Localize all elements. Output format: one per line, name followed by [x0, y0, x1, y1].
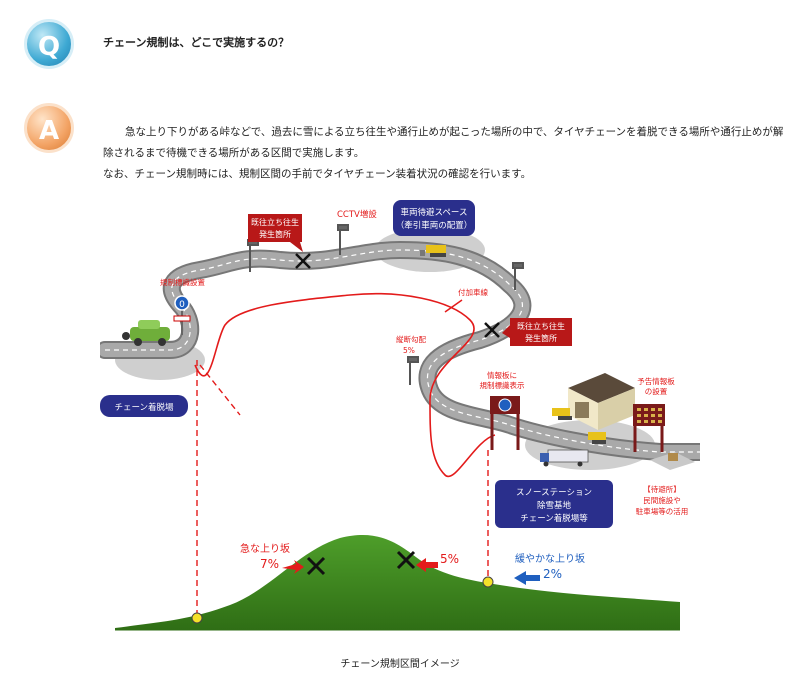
snow-station-building-icon [568, 373, 635, 430]
stuck-mark-hill-1 [306, 556, 326, 576]
svg-text:0: 0 [179, 300, 185, 310]
svg-text:既往立ち往生: 既往立ち往生 [251, 217, 299, 227]
svg-text:（牽引車両の配置）: （牽引車両の配置） [396, 220, 473, 231]
answer-paragraph-2: なお、チェーン規制時には、規制区間の手前でタイヤチェーン装着状況の確認を行います… [103, 168, 532, 180]
question-text: チェーン規制は、どこで実施するの？ [103, 36, 290, 49]
gentle-slope-label: 緩やかな上り坂 [515, 552, 585, 565]
gentle-slope-value: 2% [543, 567, 562, 581]
svg-text:発生箇所: 発生箇所 [525, 333, 557, 343]
waiting-place-label-line1: 【待避所】 [643, 484, 681, 494]
preview-board-gantry [633, 404, 665, 452]
svg-text:スノーステーション: スノーステーション [516, 488, 592, 498]
info-board-label-line2: 規制標識表示 [480, 380, 525, 390]
waiting-place-label-line2: 民間施設や [643, 495, 681, 505]
answer-paragraph-1: 急な上り下りがある峠などで、過去に雪による立ち往生や通行止めが起こった場所の中で… [103, 126, 784, 159]
svg-text:既往立ち往生: 既往立ち往生 [517, 321, 565, 331]
cctv-label: CCTV増設 [337, 209, 377, 220]
stuck-point-callout-2: 既往立ち往生 発生箇所 [502, 318, 572, 346]
steep-slope-label: 急な上り坂 [240, 542, 290, 555]
passing-lane-arrow [444, 299, 463, 313]
truck-icon [540, 449, 589, 467]
bulldozer-icon [420, 245, 446, 257]
info-board-gantry [490, 396, 520, 450]
stuck-mark-road-1 [295, 253, 311, 269]
section-end-marker [482, 576, 494, 588]
preview-board-label-line2: の設置 [645, 386, 668, 396]
chain-area-box: チェーン着脱場 [100, 395, 188, 417]
stuck-mark-road-2 [484, 322, 500, 338]
answer-text: 急な上り下りがある峠などで、過去に雪による立ち往生や通行止めが起こった場所の中で… [103, 122, 793, 185]
question-icon: Q [24, 19, 74, 69]
cctv-camera-icon [247, 224, 524, 385]
waiting-space-box: 車両待避スペース （牽引車両の配置） [393, 200, 475, 236]
snow-station-box: スノーステーション 除雪基地 チェーン着脱場等 [495, 480, 613, 528]
svg-text:除雪基地: 除雪基地 [537, 500, 572, 511]
mid-arrow-icon [416, 558, 438, 572]
steep-slope-value: 7% [260, 557, 279, 571]
sign-label: 規制標識設置 [160, 277, 205, 287]
chain-regulation-diagram: 0 規制標識設置 既往立ち往生 発生箇所 CCTV増設 車両待避スペース （牽引… [100, 200, 700, 631]
answer-icon: A [24, 103, 74, 153]
svg-text:発生箇所: 発生箇所 [259, 229, 291, 239]
section-start-marker [191, 612, 203, 624]
regulation-sign-icon: 0 [173, 295, 191, 335]
waiting-place-label-line3: 駐車場等の活用 [636, 506, 689, 516]
stuck-mark-hill-2 [396, 550, 416, 570]
mountain-road [100, 241, 700, 461]
steep-arrow-icon [282, 560, 304, 574]
snowplow-icon [552, 408, 606, 444]
svg-text:チェーン着脱場: チェーン着脱場 [114, 402, 174, 413]
regulation-section-line [194, 292, 496, 478]
car-icon [122, 320, 170, 346]
regulation-start-dash [199, 364, 241, 416]
slope-label-line2: 5% [403, 346, 415, 355]
gentle-arrow-icon [514, 571, 540, 585]
parking-lot-icon [650, 452, 695, 470]
diagram-caption: チェーン規制区間イメージ [340, 659, 460, 670]
info-board-label-line1: 情報板に [487, 370, 517, 380]
slope-label-line1: 縦断勾配 [396, 334, 426, 344]
preview-board-label-line1: 予告情報板 [637, 376, 675, 386]
stuck-point-callout-1: 既往立ち往生 発生箇所 [248, 214, 303, 252]
hill-profile [115, 535, 680, 630]
passing-lane-label: 付加車線 [458, 287, 488, 297]
mid-slope-value: 5% [440, 552, 459, 566]
svg-text:チェーン着脱場等: チェーン着脱場等 [520, 513, 588, 524]
svg-text:車両待避スペース: 車両待避スペース [401, 207, 468, 218]
